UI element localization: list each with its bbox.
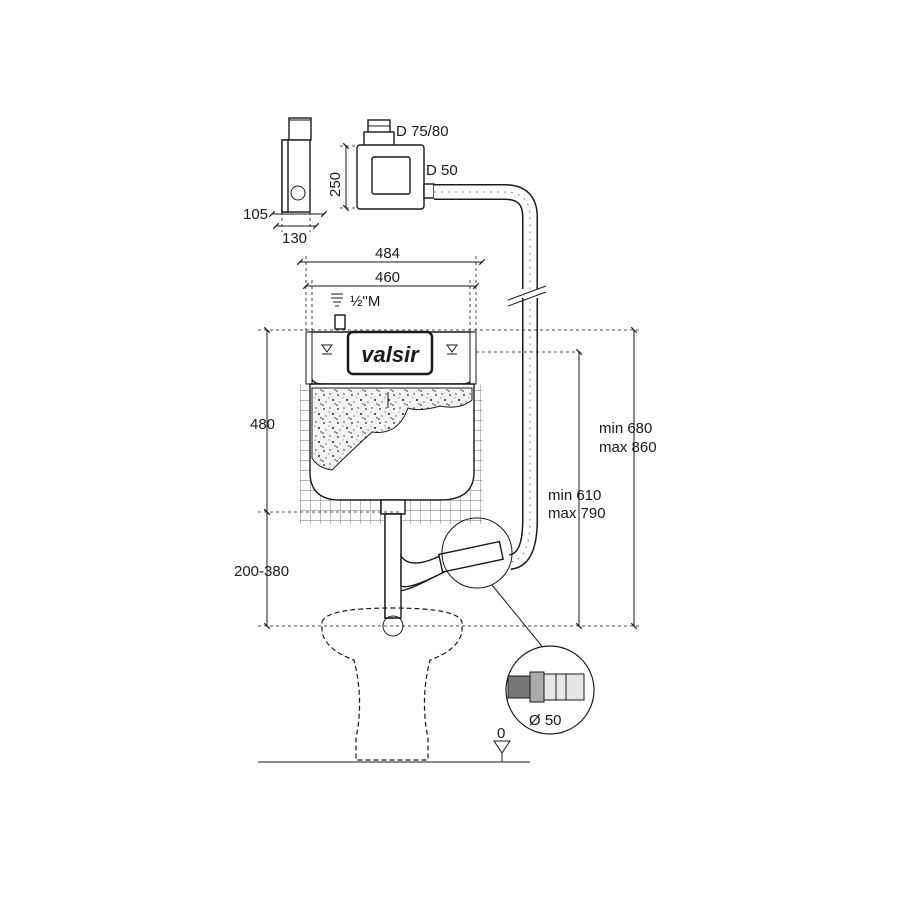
flush-button-side-icon [290, 185, 306, 201]
joint-detail-magnified [505, 645, 595, 735]
d-50-label: D 50 [426, 162, 458, 179]
dimension-484-label: 484 [375, 245, 400, 262]
detail-circle-small [441, 517, 513, 589]
water-level-triangle-icon [321, 344, 458, 355]
max-860-label: max 860 [599, 439, 657, 456]
dimension-130-label: 130 [282, 230, 307, 247]
diameter-50-label: Ø 50 [529, 712, 562, 729]
dimension-250: 250 [327, 142, 357, 212]
dimension-480-label: 480 [250, 416, 275, 433]
brand-logo-text: valsir [361, 342, 420, 367]
dimension-min680-max860: min 680 max 860 [599, 326, 657, 630]
water-inlet-label: ½"M [350, 293, 380, 310]
min-680-label: min 680 [599, 420, 652, 437]
cistern [300, 331, 482, 524]
valsir-logo: valsir [346, 330, 434, 376]
flush-plate-side-view [281, 117, 312, 213]
dimension-460-label: 460 [375, 269, 400, 286]
floor-datum-triangle-icon [493, 740, 511, 762]
dimension-484: 484 [296, 245, 486, 384]
floor-zero-label: 0 [497, 725, 505, 742]
dimension-250-label: 250 [327, 172, 344, 197]
d-75-80-label: D 75/80 [396, 123, 449, 140]
dimension-480: 480 [250, 326, 275, 516]
max-790-label: max 790 [548, 505, 606, 522]
flush-pipe [384, 513, 505, 619]
dimension-105: 105 [243, 206, 328, 223]
water-supply-icon [331, 293, 346, 330]
toilet-bowl [321, 607, 463, 761]
detail-leader-line [491, 584, 546, 651]
min-610-label: min 610 [548, 487, 601, 504]
dimension-min610-max790: min 610 max 790 [548, 348, 606, 630]
dimension-200-380: 200-380 [234, 508, 289, 630]
dimension-200-380-label: 200-380 [234, 563, 289, 580]
dimension-105-label: 105 [243, 206, 268, 223]
inspection-box-front-view [356, 119, 435, 210]
flexible-pipe [434, 184, 547, 570]
dimension-130: 130 [272, 212, 320, 247]
